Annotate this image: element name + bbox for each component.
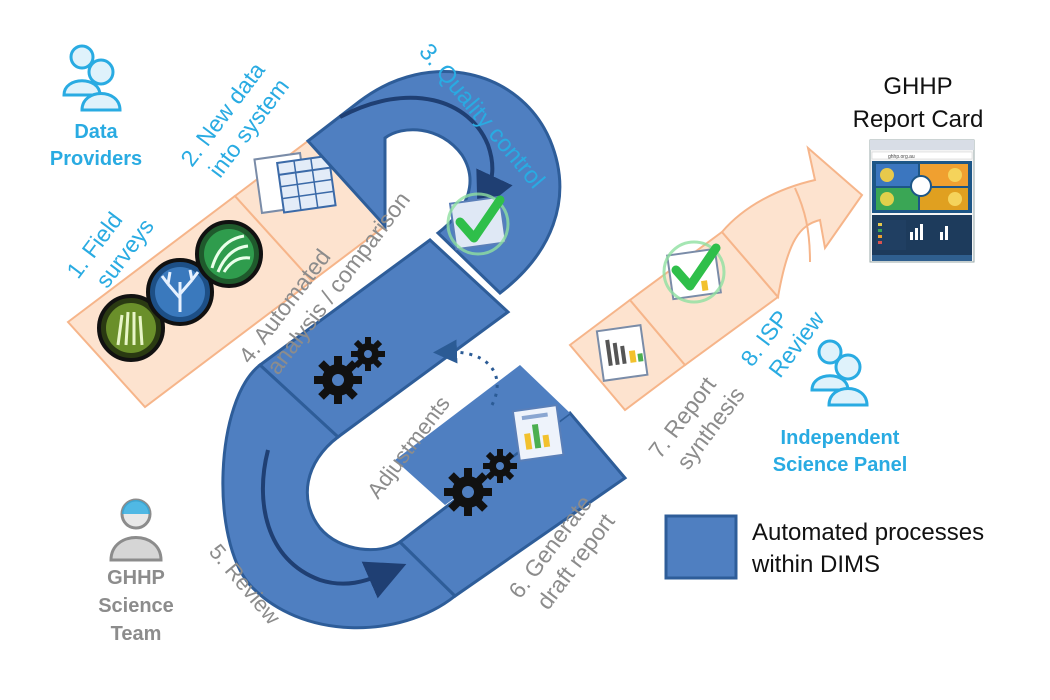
report-card-url: ghhp.org.au — [888, 154, 915, 160]
legend-label-line-2: within DIMS — [751, 551, 880, 578]
person-group-icon — [810, 339, 869, 407]
science-team-person-icon — [109, 498, 163, 562]
check-icon — [662, 240, 726, 304]
science-team-label-line-3: Team — [111, 623, 162, 645]
data-providers-label-line-2: Providers — [50, 148, 142, 170]
legend-label-line-1: Automated processes — [752, 519, 984, 546]
gears-icon — [444, 449, 517, 516]
science-team-label-line-1: GHHP — [107, 567, 165, 589]
check-icon — [446, 192, 510, 256]
isp-label-line-2: Science Panel — [773, 454, 908, 476]
legend: Automated processes within DIMS — [664, 514, 984, 580]
gears-icon — [314, 337, 385, 404]
spreadsheet-icon — [253, 151, 337, 215]
report-card-title-line-1: GHHP — [883, 73, 952, 100]
person-group-icon — [62, 44, 122, 112]
report-chart-icon — [511, 404, 565, 462]
science-team-label-line-2: Science — [98, 595, 174, 617]
report-card-title-line-2: Report Card — [853, 106, 984, 133]
species-badge-icon — [97, 294, 165, 362]
data-providers-label-line-1: Data — [74, 121, 118, 143]
step-5-arch — [221, 363, 458, 630]
isp-label-line-1: Independent — [781, 427, 900, 449]
refresh-arrow-icon — [433, 339, 499, 406]
legend-swatch — [664, 514, 738, 580]
species-badge-icon — [195, 220, 263, 288]
report-chart-icon — [595, 324, 649, 382]
report-card-arrow — [720, 145, 864, 300]
species-badge-icon — [146, 258, 214, 326]
report-card-screenshot: ghhp.org.au — [869, 139, 975, 263]
